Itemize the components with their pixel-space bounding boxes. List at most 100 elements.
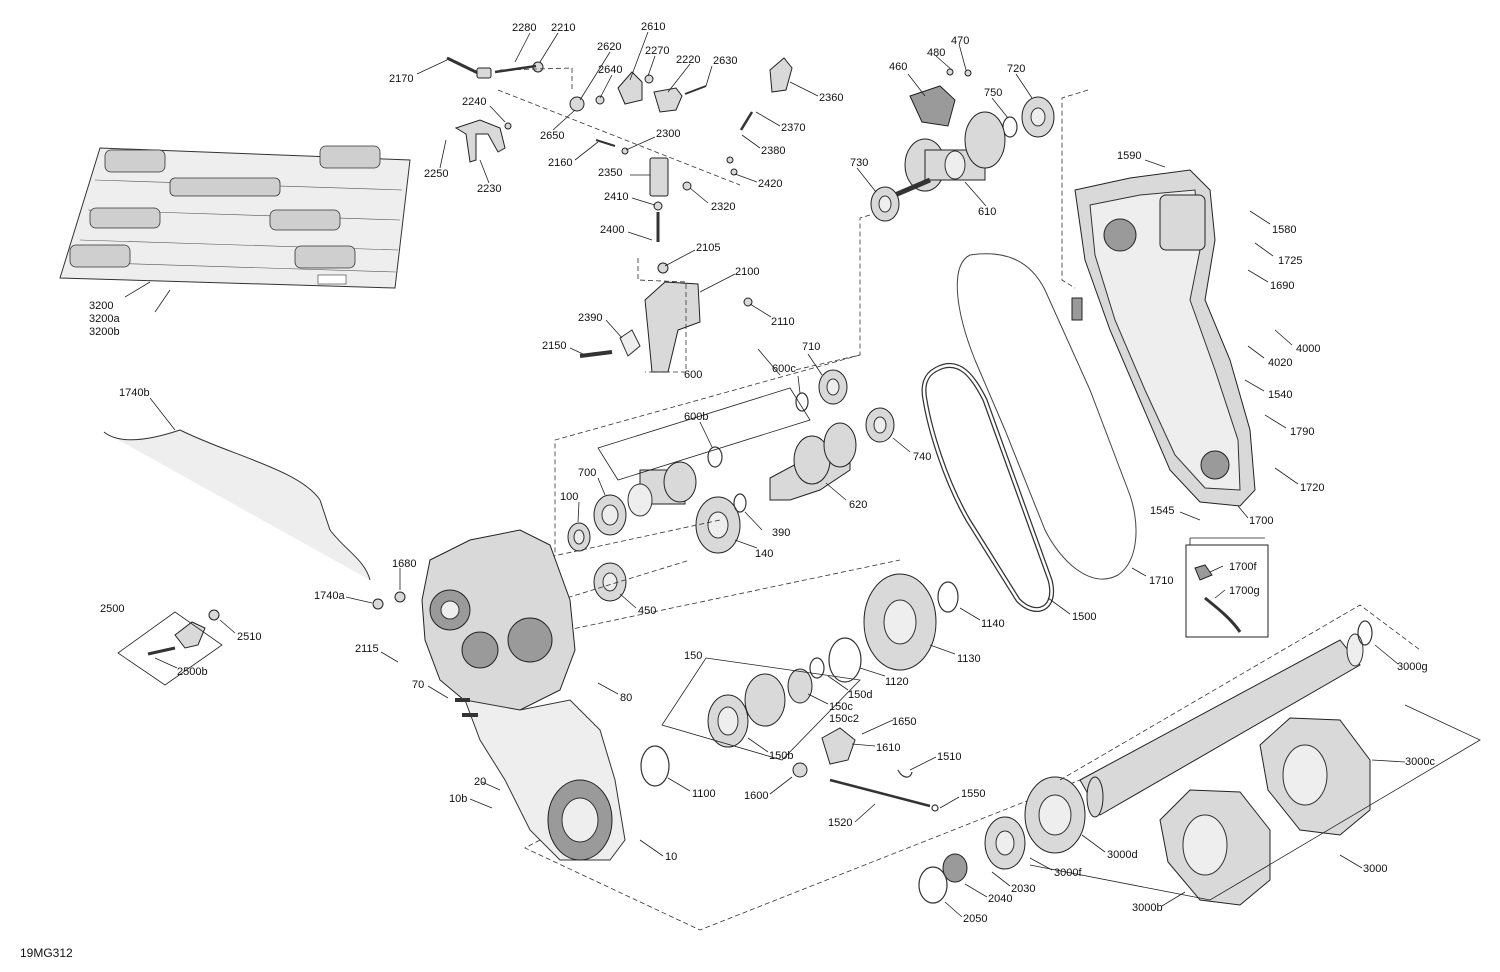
- part-label-1690: 1690: [1270, 280, 1294, 292]
- part-label-140: 140: [755, 548, 773, 560]
- part-label-480: 480: [927, 47, 945, 59]
- part-label-150b: 150b: [769, 750, 793, 762]
- part-label-150c2: 150c2: [829, 713, 859, 725]
- part-label-2030: 2030: [1011, 883, 1035, 895]
- part-label-3000: 3000: [1363, 863, 1387, 875]
- part-label-1610: 1610: [876, 742, 900, 754]
- part-label-2380: 2380: [761, 145, 785, 157]
- dash-housing: [524, 779, 1081, 931]
- dash-cover: [1061, 89, 1089, 289]
- inset-box-1700: [1185, 544, 1269, 638]
- part-label-3000g: 3000g: [1397, 661, 1428, 673]
- part-label-2105: 2105: [696, 242, 720, 254]
- part-label-700: 700: [578, 467, 596, 479]
- drive-chain-part: [921, 362, 1055, 612]
- leader-lines: [149, 31, 1406, 918]
- drive-axle-parts: [918, 620, 1373, 906]
- part-label-1725: 1725: [1278, 255, 1302, 267]
- part-label-750: 750: [984, 87, 1002, 99]
- part-label-2110: 2110: [771, 316, 795, 328]
- dash-linkage-2: [497, 89, 741, 186]
- part-label-610: 610: [978, 206, 996, 218]
- part-label-1545: 1545: [1150, 505, 1174, 517]
- dash-axle: [1059, 604, 1421, 781]
- part-label-720: 720: [1007, 63, 1025, 75]
- part-label-1100: 1100: [692, 788, 716, 800]
- part-labels: 2280 2210 2610 2170 2620 2270 2640 2220 …: [89, 21, 1435, 925]
- part-label-1550: 1550: [961, 788, 985, 800]
- part-label-1500: 1500: [1072, 611, 1096, 623]
- part-label-2630: 2630: [713, 55, 737, 67]
- part-label-600: 600: [684, 369, 702, 381]
- part-label-1140: 1140: [981, 618, 1005, 630]
- part-label-1600: 1600: [744, 790, 768, 802]
- part-label-2500b: 2500b: [177, 666, 208, 678]
- upper-shaft-parts: [870, 68, 1055, 222]
- part-label-1130: 1130: [957, 653, 981, 665]
- part-label-2280: 2280: [512, 22, 536, 34]
- part-label-740: 740: [913, 451, 931, 463]
- part-label-2050: 2050: [963, 913, 987, 925]
- shift-linkage-parts: [446, 56, 793, 373]
- part-label-2510: 2510: [237, 631, 261, 643]
- part-label-2250: 2250: [424, 168, 448, 180]
- part-label-3000b: 3000b: [1132, 902, 1163, 914]
- part-label-1700g: 1700g: [1229, 585, 1260, 597]
- part-label-1650: 1650: [892, 716, 916, 728]
- part-label-3200a: 3200a: [89, 313, 120, 325]
- part-label-2230: 2230: [477, 183, 501, 195]
- part-label-80: 80: [620, 692, 632, 704]
- part-label-3000f: 3000f: [1054, 867, 1082, 879]
- gasket-part: [956, 253, 1137, 580]
- part-label-2270: 2270: [645, 45, 669, 57]
- part-label-3200b: 3200b: [89, 326, 120, 338]
- oil-line-part: [103, 429, 371, 581]
- part-label-150c: 150c: [829, 701, 853, 713]
- part-label-460: 460: [889, 61, 907, 73]
- part-label-2640: 2640: [598, 64, 622, 76]
- part-label-150: 150: [684, 650, 702, 662]
- dash-linkage-1: [499, 67, 573, 90]
- part-label-620: 620: [849, 499, 867, 511]
- part-label-1700f: 1700f: [1229, 561, 1257, 573]
- part-label-2360: 2360: [819, 92, 843, 104]
- part-label-1510: 1510: [937, 751, 961, 763]
- part-label-150d: 150d: [848, 689, 872, 701]
- part-label-1790: 1790: [1290, 426, 1314, 438]
- gearbox-housing-part: [421, 529, 626, 861]
- part-label-1740b: 1740b: [119, 387, 150, 399]
- part-label-2500: 2500: [100, 603, 124, 615]
- part-label-2040: 2040: [988, 893, 1012, 905]
- part-label-710: 710: [802, 341, 820, 353]
- track-part: [59, 145, 411, 289]
- part-label-4020: 4020: [1268, 357, 1292, 369]
- part-label-2115: 2115: [355, 643, 379, 655]
- chaincase-cover-part: [1071, 169, 1256, 507]
- part-label-470: 470: [951, 35, 969, 47]
- part-label-600c: 600c: [772, 363, 796, 375]
- part-label-10: 10: [665, 851, 677, 863]
- dash-upper-shaft: [794, 214, 871, 371]
- part-label-2210: 2210: [551, 22, 575, 34]
- part-label-1700: 1700: [1249, 515, 1273, 527]
- part-label-2650: 2650: [540, 130, 564, 142]
- part-label-2620: 2620: [597, 41, 621, 53]
- part-label-2150: 2150: [542, 340, 566, 352]
- part-label-1740a: 1740a: [314, 590, 345, 602]
- part-label-4000: 4000: [1296, 343, 1320, 355]
- part-label-3000d: 3000d: [1107, 849, 1138, 861]
- part-label-1590: 1590: [1117, 150, 1141, 162]
- part-label-2220: 2220: [676, 54, 700, 66]
- part-label-2610: 2610: [641, 21, 665, 33]
- part-label-2240: 2240: [462, 96, 486, 108]
- part-label-70: 70: [412, 679, 424, 691]
- part-label-2370: 2370: [781, 122, 805, 134]
- part-label-1580: 1580: [1272, 224, 1296, 236]
- part-label-2170: 2170: [389, 73, 413, 85]
- part-label-100: 100: [560, 491, 578, 503]
- part-label-2320: 2320: [711, 201, 735, 213]
- part-label-1120: 1120: [885, 676, 909, 688]
- lower-gear-parts: [640, 573, 959, 812]
- part-label-2300: 2300: [656, 128, 680, 140]
- part-label-2100: 2100: [735, 266, 759, 278]
